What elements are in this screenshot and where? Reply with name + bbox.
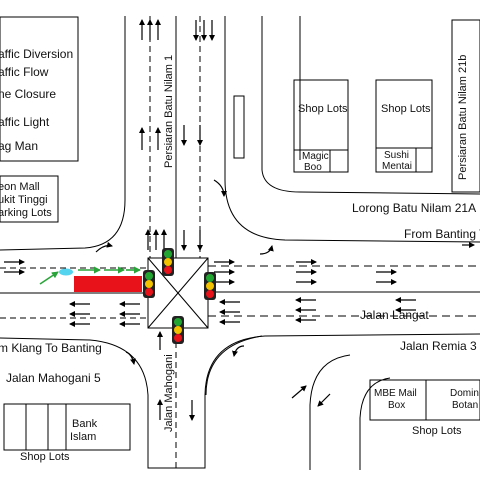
- shop-lots-south-west-label: Shop Lots: [20, 451, 70, 463]
- building-north-strip: [233, 95, 245, 159]
- svg-text:MBE Mail: MBE Mail: [374, 388, 417, 399]
- svg-text:arking Lots: arking Lots: [0, 207, 52, 219]
- label-from-banting: From Banting T: [404, 227, 480, 241]
- svg-text:Magic: Magic: [302, 151, 329, 162]
- traffic-light-east: [204, 272, 216, 300]
- svg-text:Box: Box: [388, 400, 405, 411]
- svg-text:Sushi: Sushi: [384, 150, 409, 161]
- label-persiaran-batu-nilam-1: Persiaran Batu Nilam 1: [163, 55, 175, 168]
- shop-lots-south-east: MBE Mail Box Domin Botan: [369, 379, 480, 421]
- lane-closure: [74, 276, 142, 292]
- shop-lots-north-1: Shop Lots Magic Boo: [293, 79, 349, 173]
- legend-light: affic Light: [0, 115, 50, 129]
- aeon-mall-box: eon Mall ukit Tinggi arking Lots: [0, 175, 59, 223]
- svg-text:Mentai: Mentai: [382, 161, 412, 172]
- svg-text:Islam: Islam: [70, 431, 96, 443]
- svg-text:Boo: Boo: [304, 162, 322, 173]
- label-jalan-remia-3: Jalan Remia 3: [400, 339, 477, 353]
- shop-lots-south-west: Bank Islam: [3, 403, 131, 451]
- svg-text:Domin: Domin: [450, 388, 479, 399]
- label-persiaran-batu-nilam-21b: Persiaran Batu Nilam 21b: [457, 55, 469, 180]
- svg-text:Shop Lots: Shop Lots: [298, 103, 348, 115]
- svg-text:ukit Tinggi: ukit Tinggi: [0, 194, 48, 206]
- legend-diversion: affic Diversion: [0, 47, 73, 61]
- shop-lots-south-east-label: Shop Lots: [412, 425, 462, 437]
- shop-lots-north-2: Shop Lots Sushi Mentai: [375, 79, 433, 173]
- label-jalan-mahogani-5: Jalan Mahogani 5: [6, 371, 101, 385]
- label-jalan-mahogani: Jalan Mahogani: [163, 354, 175, 432]
- legend-flow: affic Flow: [0, 65, 49, 79]
- lane-markings: [0, 16, 480, 468]
- label-from-klang-to-banting: m Klang To Banting: [0, 341, 102, 355]
- svg-text:eon Mall: eon Mall: [0, 181, 40, 193]
- flag-man-marker: [59, 268, 73, 276]
- label-jalan-langat: Jalan Langat: [360, 308, 429, 322]
- legend: affic Diversion affic Flow ne Closure af…: [0, 16, 79, 162]
- label-lorong-batu-nilam-21a: Lorong Batu Nilam 21A: [352, 201, 476, 215]
- building-batu-nilam-21b: [451, 19, 480, 193]
- diversion-arrows: [39, 266, 141, 285]
- svg-text:Botan: Botan: [452, 400, 478, 411]
- svg-text:Bank: Bank: [72, 418, 98, 430]
- svg-text:Shop Lots: Shop Lots: [381, 103, 431, 115]
- traffic-flow-arrows: [4, 19, 475, 421]
- traffic-light-north: [162, 248, 174, 276]
- traffic-light-west: [143, 270, 155, 298]
- legend-flagman: ag Man: [0, 139, 38, 153]
- traffic-light-south: [172, 316, 184, 344]
- legend-closure: ne Closure: [0, 87, 56, 101]
- road-edges: [0, 16, 480, 470]
